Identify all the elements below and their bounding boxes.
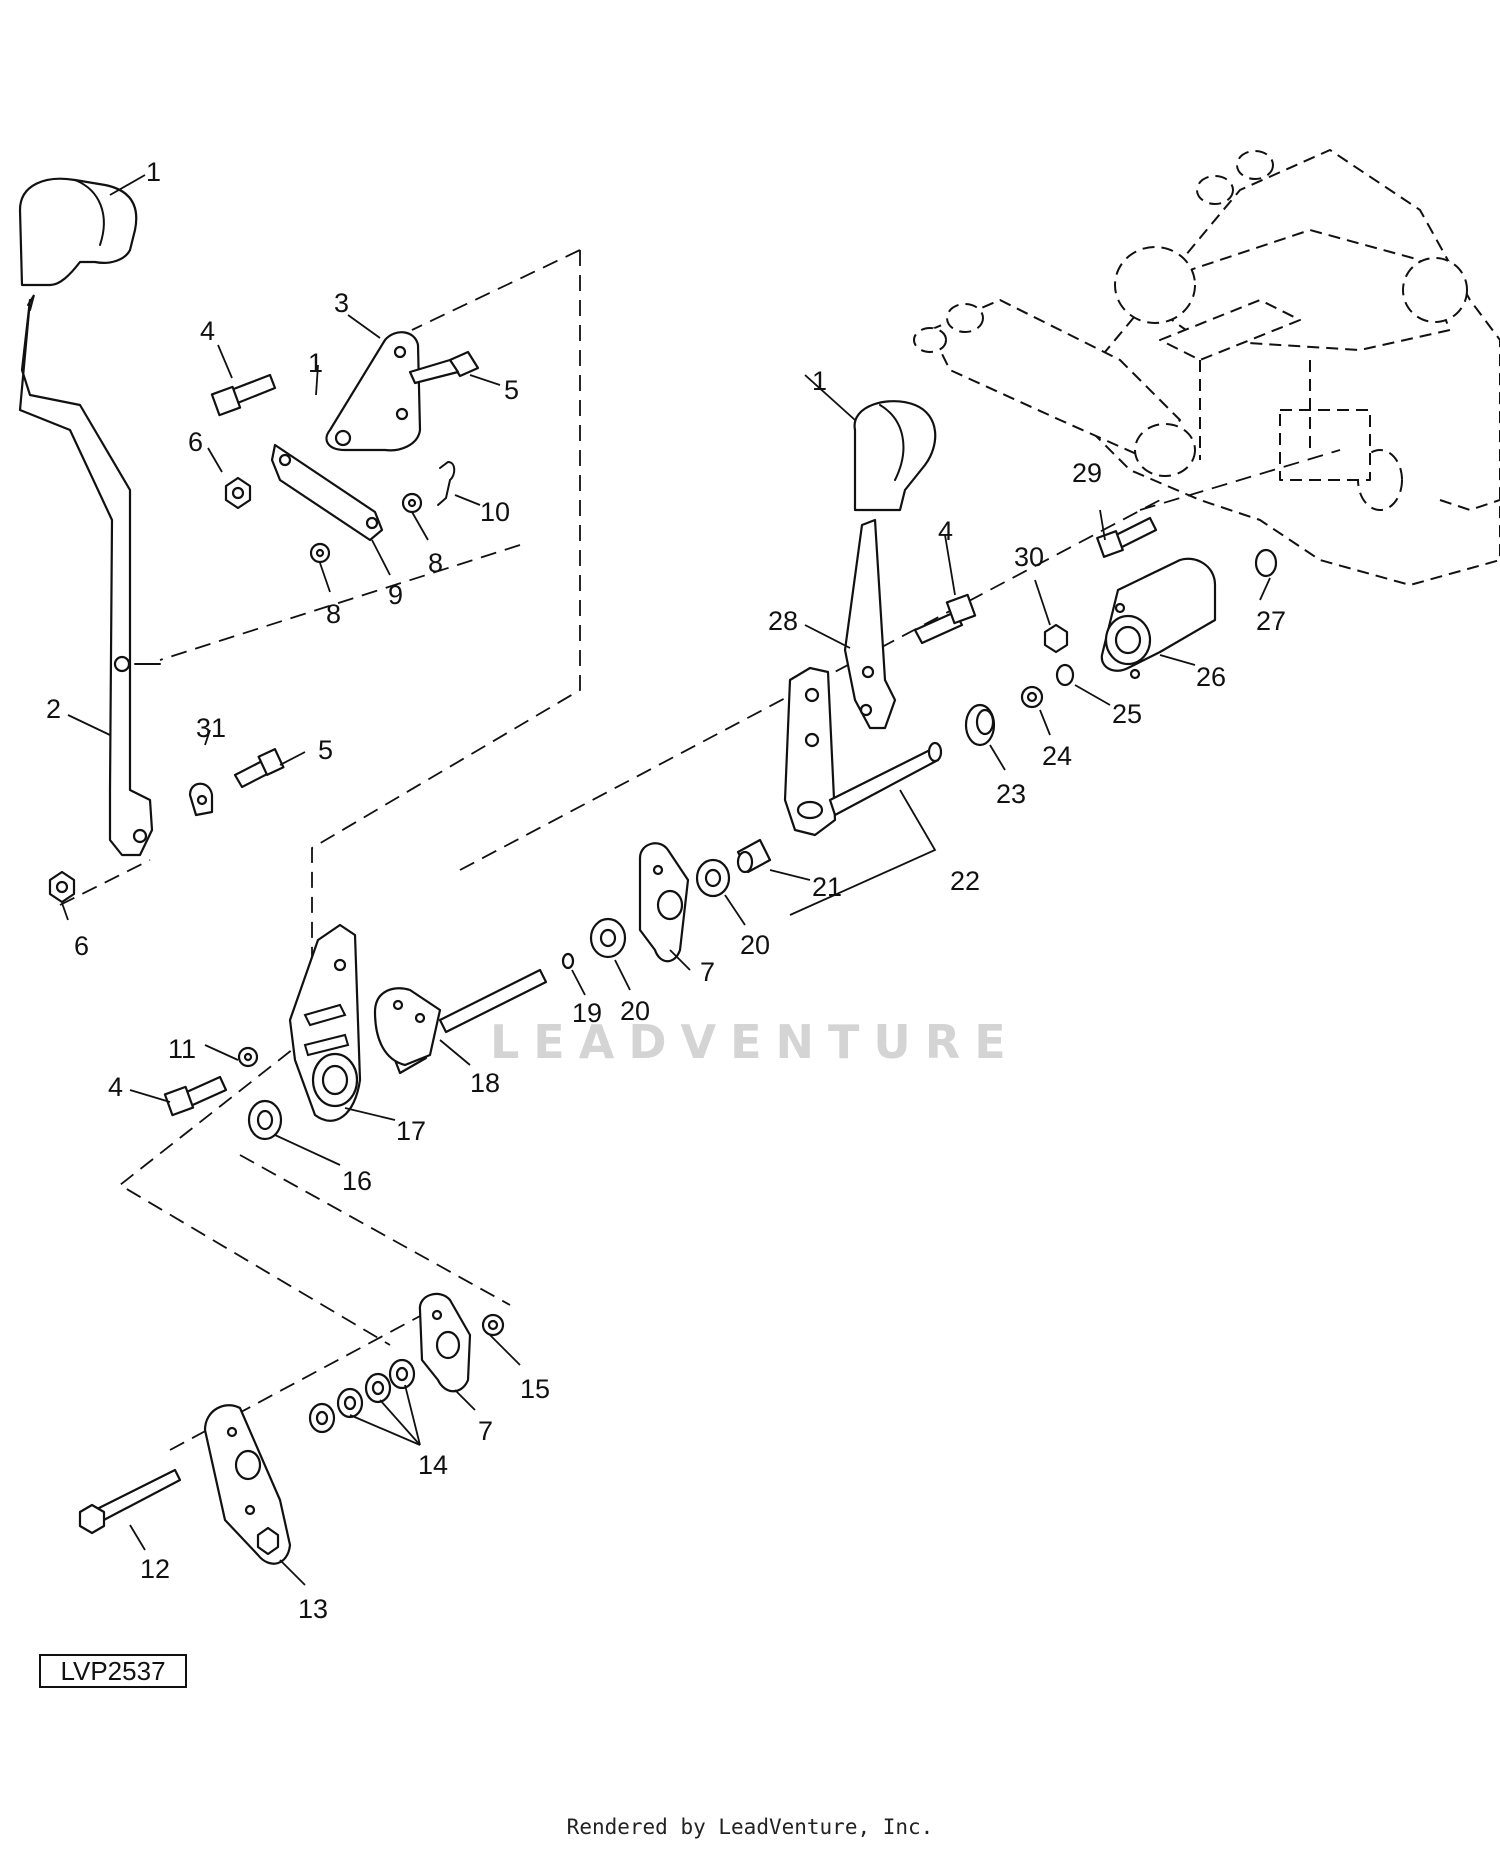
callout-4: 4	[108, 1072, 123, 1102]
callout-7: 7	[478, 1416, 493, 1446]
nut-30	[1043, 623, 1069, 654]
callout-30: 30	[1014, 542, 1044, 572]
callout-4: 4	[200, 316, 215, 346]
plate-7-middle	[638, 842, 690, 963]
o-ring-25	[1055, 663, 1075, 687]
callout-21: 21	[812, 872, 842, 902]
callout-14: 14	[418, 1450, 448, 1480]
callout-9: 9	[388, 580, 403, 610]
spring-clip-31	[188, 782, 214, 817]
callout-6: 6	[188, 427, 203, 457]
bushing-16	[247, 1099, 283, 1141]
washer-24	[1020, 685, 1044, 709]
shim-washers-14	[308, 1358, 416, 1434]
bolt-middle	[913, 593, 977, 645]
callout-3: 3	[334, 288, 349, 318]
callout-labels: 1 1 1 2 3 4 4 4 5 5 6 6 7 7 8 8 9 10 11 …	[46, 157, 1286, 1624]
lever-plate-13	[203, 1404, 292, 1565]
callout-22: 22	[950, 866, 980, 896]
hex-nut-upper	[224, 476, 252, 510]
callout-1: 1	[146, 157, 161, 187]
callout-5: 5	[318, 735, 333, 765]
callout-1: 1	[812, 366, 827, 396]
callout-5: 5	[504, 375, 519, 405]
callout-8: 8	[326, 599, 341, 629]
bolt-upper	[210, 373, 277, 417]
callout-8: 8	[428, 548, 443, 578]
callout-17: 17	[396, 1116, 426, 1146]
mounting-bracket	[325, 331, 422, 452]
callout-27: 27	[1256, 606, 1286, 636]
tractor-frame-outline	[913, 149, 1500, 586]
callout-11: 11	[168, 1034, 196, 1064]
control-shaft-22	[783, 666, 943, 837]
callout-18: 18	[470, 1068, 500, 1098]
callout-2: 2	[46, 694, 61, 724]
callout-13: 13	[298, 1594, 328, 1624]
callout-26: 26	[1196, 662, 1226, 692]
callout-4: 4	[938, 516, 953, 546]
washer-15	[481, 1313, 505, 1337]
shift-lever-right	[843, 518, 897, 730]
hair-pin-clip	[437, 460, 456, 506]
callout-25: 25	[1112, 699, 1142, 729]
shift-knob-right	[853, 400, 937, 512]
o-ring-27	[1254, 548, 1278, 578]
bolt-29	[1096, 516, 1158, 558]
pin-19	[561, 952, 575, 970]
spacer-21	[736, 838, 772, 874]
callout-6: 6	[74, 931, 89, 961]
shift-knob-left	[18, 177, 138, 287]
callout-31: 31	[196, 713, 226, 743]
callout-16: 16	[342, 1166, 372, 1196]
plate-7-lower	[418, 1292, 472, 1393]
render-credit-footer: Rendered by LeadVenture, Inc.	[566, 1815, 934, 1839]
watermark-text: LEADVENTURE	[490, 1015, 1020, 1069]
assembly-guide-lines	[59, 249, 1341, 1451]
washer-8-b	[309, 542, 331, 564]
callout-15: 15	[520, 1374, 550, 1404]
diagram-code-label: LVP2537	[39, 1654, 187, 1688]
callout-20: 20	[740, 930, 770, 960]
bolt-12	[78, 1468, 182, 1535]
callout-1: 1	[308, 348, 323, 378]
callout-19: 19	[572, 998, 602, 1028]
bushing-23	[964, 703, 996, 747]
washer-8-a	[401, 492, 423, 514]
callout-28: 28	[768, 606, 798, 636]
callout-leader-lines	[61, 174, 1271, 1586]
callout-10: 10	[480, 497, 510, 527]
bolt-5-upper	[408, 350, 480, 385]
washer-20-a	[695, 858, 731, 898]
callout-24: 24	[1042, 741, 1072, 771]
shift-lever-left	[18, 294, 161, 857]
callout-23: 23	[996, 779, 1026, 809]
link-strap	[270, 443, 384, 542]
washer-20-b	[589, 917, 627, 959]
shift-gate-plate-17	[288, 923, 362, 1122]
bolt-5-lower	[233, 748, 285, 789]
bolt-lower-4	[163, 1075, 228, 1117]
callout-20: 20	[620, 996, 650, 1026]
callout-29: 29	[1072, 458, 1102, 488]
washer-11	[237, 1046, 259, 1068]
callout-7: 7	[700, 957, 715, 987]
shaft-18	[373, 968, 548, 1075]
hex-nut-lower	[48, 870, 76, 904]
housing-26	[1100, 557, 1217, 680]
callout-12: 12	[140, 1554, 170, 1584]
